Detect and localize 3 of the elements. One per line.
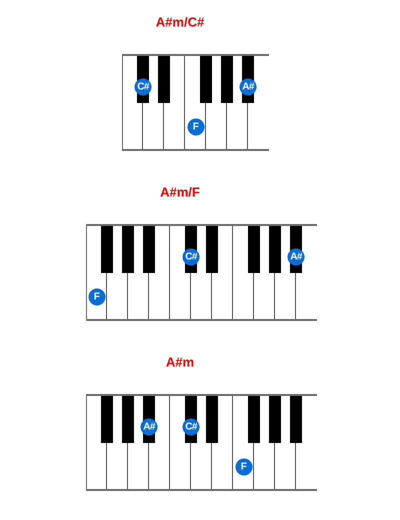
chord-title: A#m/F	[160, 184, 200, 200]
chord-title: A#m	[166, 354, 194, 370]
chord-title: A#m/C#	[156, 14, 204, 30]
